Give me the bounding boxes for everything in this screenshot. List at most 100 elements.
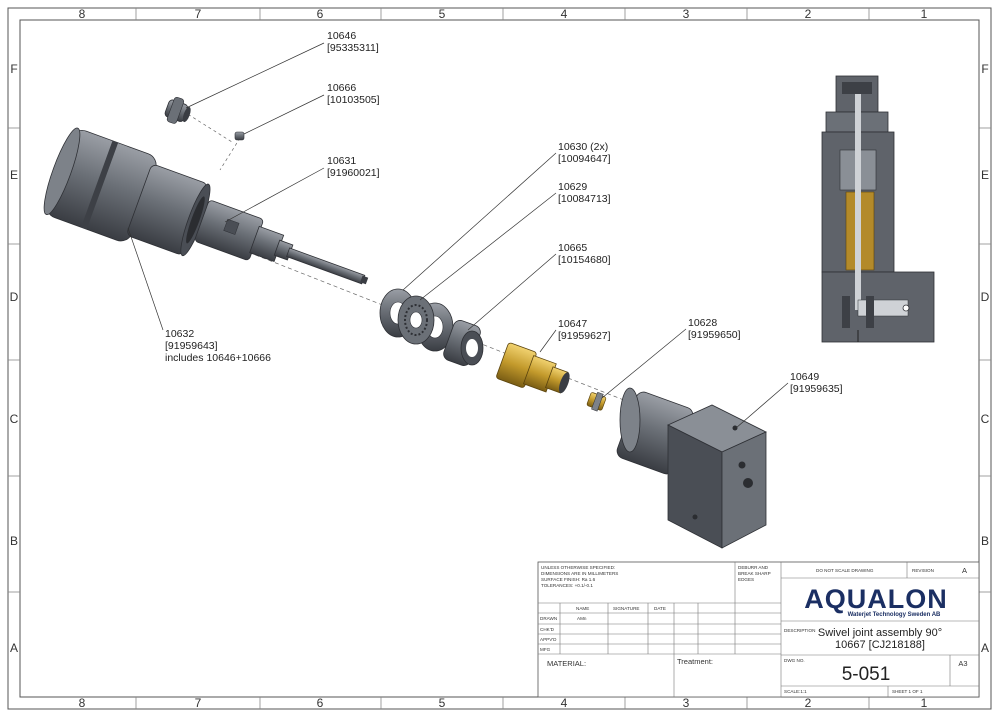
svg-text:DEBURR AND: DEBURR AND bbox=[738, 565, 769, 570]
callout-10649: 10649 [91959635] bbox=[790, 371, 843, 395]
zone-col-label: 6 bbox=[317, 696, 324, 710]
treatment-label: Treatment: bbox=[677, 657, 713, 666]
zone-col-label: 8 bbox=[79, 696, 86, 710]
callout-10628: 10628 [91959650] bbox=[688, 317, 741, 341]
part-10665-nut bbox=[443, 320, 484, 366]
zone-row-label: B bbox=[981, 534, 989, 548]
callout-10666: 10666 [10103505] bbox=[327, 82, 380, 106]
svg-text:BREAK SHARP: BREAK SHARP bbox=[738, 571, 771, 576]
callout-part-number: 10646 bbox=[327, 30, 356, 42]
svg-text:EDGES: EDGES bbox=[738, 577, 754, 582]
logo-text: AQUALON bbox=[804, 584, 948, 614]
zone-row-label: F bbox=[10, 62, 17, 76]
zone-row-label: A bbox=[981, 641, 989, 655]
zone-col-label: 2 bbox=[805, 7, 812, 21]
callout-reference: [91959643] bbox=[165, 340, 218, 352]
callout-part-number: 10629 bbox=[558, 181, 587, 193]
callout-reference: [91959635] bbox=[790, 383, 843, 395]
callout-10632: 10632 [91959643] includes 10646+10666 bbox=[165, 328, 271, 364]
zone-col-label: 6 bbox=[317, 7, 324, 21]
callout-reference: [95335311] bbox=[327, 42, 379, 54]
zone-col-label: 3 bbox=[683, 7, 690, 21]
zone-row-label: A bbox=[10, 641, 18, 655]
zone-labels-top: 8 7 6 5 4 3 2 1 bbox=[79, 7, 928, 21]
callout-10630: 10630 (2x) [10094647] bbox=[558, 141, 611, 165]
callout-part-number: 10665 bbox=[558, 242, 587, 254]
zone-col-label: 1 bbox=[921, 696, 928, 710]
zone-row-label: D bbox=[10, 290, 19, 304]
header-date: DATE bbox=[654, 606, 666, 611]
spec-notes: UNLESS OTHERWISE SPECIFIED: DIMENSIONS A… bbox=[541, 565, 618, 588]
callout-part-number: 10631 bbox=[327, 155, 356, 167]
zone-row-label: D bbox=[981, 290, 990, 304]
callout-note: includes 10646+10666 bbox=[165, 352, 271, 364]
row-label-mfg: MFG bbox=[540, 647, 551, 652]
zone-col-label: 7 bbox=[195, 696, 202, 710]
description-line-2: 10667 [CJ218188] bbox=[835, 639, 925, 651]
sheet-border bbox=[7, 7, 992, 710]
logo-tagline: Waterjet Technology Sweden AB bbox=[848, 612, 941, 618]
zone-col-label: 4 bbox=[561, 696, 568, 710]
description-label: DESCRIPTION bbox=[784, 628, 815, 633]
zone-col-label: 5 bbox=[439, 7, 446, 21]
zone-col-label: 8 bbox=[79, 7, 86, 21]
callout-10646: 10646 [95335311] bbox=[327, 30, 379, 54]
header-name: NAME bbox=[576, 606, 589, 611]
zone-col-label: 4 bbox=[561, 7, 568, 21]
callout-part-number: 10632 bbox=[165, 328, 194, 340]
part-10629-bearing bbox=[397, 295, 435, 345]
row-label-drawn: DRAWN bbox=[540, 616, 557, 621]
zone-labels-bottom: 8 7 6 5 4 3 2 1 bbox=[79, 696, 928, 710]
part-10628-nozzle bbox=[586, 391, 607, 412]
spec-line: TOLERANCES: +0.1/-0.1 bbox=[541, 583, 593, 588]
zone-col-label: 3 bbox=[683, 696, 690, 710]
zone-labels-left: F E D C B A bbox=[10, 62, 19, 655]
header-signature: SIGNATURE bbox=[613, 606, 639, 611]
scale-text: SCALE:1:1 bbox=[784, 689, 807, 694]
zone-col-label: 2 bbox=[805, 696, 812, 710]
callout-reference: [10094647] bbox=[558, 153, 611, 165]
revision-label: REVISION bbox=[912, 568, 934, 573]
callout-10647: 10647 [91959627] bbox=[558, 318, 611, 342]
callout-part-number: 10649 bbox=[790, 371, 819, 383]
dwg-no-label: DWG NO. bbox=[784, 658, 805, 663]
callout-reference: [91960021] bbox=[327, 167, 380, 179]
company-logo: AQUALON Waterjet Technology Sweden AB bbox=[804, 584, 948, 618]
callout-part-number: 10647 bbox=[558, 318, 587, 330]
zone-labels-right: F E D C B A bbox=[981, 62, 990, 655]
row-label-checked: CHK'D bbox=[540, 627, 555, 632]
zone-ticks bbox=[8, 8, 991, 709]
spec-line: SURFACE FINISH: Ra 1.6 bbox=[541, 577, 596, 582]
callout-reference: [10154680] bbox=[558, 254, 611, 266]
callout-10631: 10631 [91960021] bbox=[327, 155, 380, 179]
section-view bbox=[821, 75, 935, 343]
callout-10665: 10665 [10154680] bbox=[558, 242, 611, 266]
part-10649-block bbox=[616, 387, 767, 549]
title-block: UNLESS OTHERWISE SPECIFIED: DIMENSIONS A… bbox=[537, 561, 980, 698]
zone-row-label: C bbox=[10, 412, 19, 426]
row-drawn-name: AMn bbox=[577, 616, 587, 621]
spec-line: DIMENSIONS ARE IN MILLIMETERS bbox=[541, 571, 618, 576]
description-line-1: Swivel joint assembly 90° bbox=[818, 627, 942, 639]
callout-part-number: 10628 bbox=[688, 317, 717, 329]
zone-row-label: E bbox=[10, 168, 18, 182]
spec-line: UNLESS OTHERWISE SPECIFIED: bbox=[541, 565, 615, 570]
zone-row-label: C bbox=[981, 412, 990, 426]
callout-part-number: 10630 (2x) bbox=[558, 141, 608, 153]
zone-row-label: B bbox=[10, 534, 18, 548]
zone-col-label: 1 bbox=[921, 7, 928, 21]
callout-reference: [10084713] bbox=[558, 193, 611, 205]
material-label: MATERIAL: bbox=[547, 659, 586, 668]
row-label-approved: APPV'D bbox=[540, 637, 557, 642]
part-10631-shaft bbox=[195, 200, 369, 285]
zone-row-label: E bbox=[981, 168, 989, 182]
sheet-size: A3 bbox=[958, 659, 967, 668]
part-10647-brass-fitting bbox=[496, 342, 570, 394]
callout-reference: [10103505] bbox=[327, 94, 380, 106]
part-10646-plug bbox=[164, 96, 191, 124]
leader-lines bbox=[127, 42, 789, 429]
callout-part-number: 10666 bbox=[327, 82, 356, 94]
callout-reference: [91959650] bbox=[688, 329, 741, 341]
callout-reference: [91959627] bbox=[558, 330, 611, 342]
